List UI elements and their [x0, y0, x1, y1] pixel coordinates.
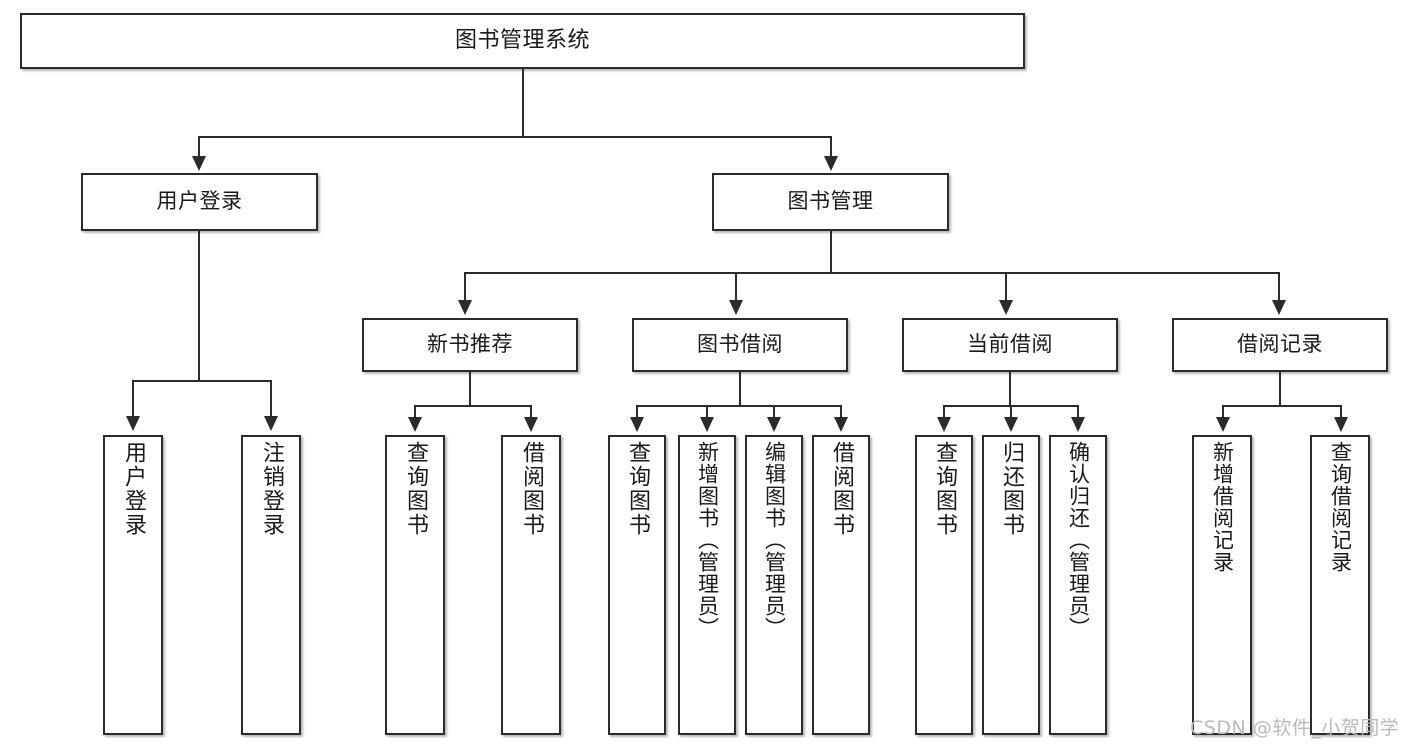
arrowhead-user-login — [192, 156, 206, 171]
connector-bb-bus — [636, 405, 842, 407]
arrowhead-bb-leaf-4 — [834, 417, 848, 432]
connector-br-bus — [1222, 405, 1342, 407]
arrowhead-bb-leaf-3 — [767, 417, 781, 432]
watermark-text: CSDN @软件_小贺同学 — [1190, 717, 1400, 739]
node-leaf-user-login[interactable]: 用户登录 — [103, 435, 163, 735]
connector-br-stem — [1279, 372, 1281, 406]
connector-br-drop-2 — [1340, 405, 1342, 419]
arrowhead-current-borrow — [999, 300, 1013, 315]
node-leaf-cb-search-book[interactable]: 查询图书 — [915, 435, 973, 735]
connector-nbr-stem — [469, 372, 471, 406]
arrowhead-cb-leaf-3 — [1071, 417, 1085, 432]
node-label: 归还图书 — [999, 441, 1024, 537]
node-leaf-bb-borrow-book[interactable]: 借阅图书 — [812, 435, 870, 735]
connector-level2-drop-2 — [735, 272, 737, 302]
connector-root-to-book-manage — [830, 136, 832, 158]
node-label: 新书推荐 — [427, 332, 513, 357]
connector-br-drop-1 — [1222, 405, 1224, 419]
arrowhead-cb-leaf-2 — [1004, 417, 1018, 432]
arrowhead-nbr-leaf-2 — [524, 417, 538, 432]
arrowhead-book-borrow — [729, 300, 743, 315]
node-label: 注销登录 — [259, 441, 284, 537]
arrowhead-book-manage — [824, 156, 838, 171]
connector-user-login-drop-2 — [270, 380, 272, 418]
connector-root-stem — [522, 69, 524, 137]
connector-root-bus — [198, 136, 832, 138]
connector-user-login-drop-1 — [132, 380, 134, 418]
connector-level2-bus — [464, 272, 1280, 274]
node-label: 查询图书 — [625, 441, 650, 537]
node-leaf-nbr-borrow-book[interactable]: 借阅图书 — [501, 435, 561, 735]
node-label: 借阅图书 — [519, 441, 544, 537]
arrowhead-br-leaf-1 — [1216, 417, 1230, 432]
node-label: 借阅记录 — [1237, 332, 1323, 357]
node-label: 借阅图书 — [829, 441, 854, 537]
node-label: 用户登录 — [156, 189, 243, 214]
connector-nbr-bus — [414, 405, 532, 407]
connector-book-manage-stem — [830, 231, 832, 273]
node-leaf-bb-search-book[interactable]: 查询图书 — [608, 435, 666, 735]
node-leaf-br-search-record[interactable]: 查询借阅记录 — [1310, 435, 1370, 735]
node-label: 编辑图书（管理员） — [762, 441, 787, 639]
node-leaf-br-add-record[interactable]: 新增借阅记录 — [1192, 435, 1252, 735]
connector-level2-drop-4 — [1278, 272, 1280, 302]
connector-cb-drop-1 — [943, 405, 945, 419]
connector-bb-drop-1 — [636, 405, 638, 419]
arrowhead-bb-leaf-1 — [630, 417, 644, 432]
node-label: 查询图书 — [932, 441, 957, 537]
arrowhead-nbr-leaf-1 — [408, 417, 422, 432]
connector-bb-stem — [739, 372, 741, 406]
arrowhead-cb-leaf-1 — [937, 417, 951, 432]
connector-cb-stem — [1009, 372, 1011, 406]
node-leaf-cb-confirm-return-admin[interactable]: 确认归还（管理员） — [1049, 435, 1107, 735]
node-label: 查询借阅记录 — [1328, 441, 1353, 573]
node-label: 新增图书（管理员） — [695, 441, 720, 639]
node-current-borrow[interactable]: 当前借阅 — [902, 318, 1118, 372]
connector-bb-drop-2 — [706, 405, 708, 419]
connector-bb-drop-3 — [773, 405, 775, 419]
node-leaf-nbr-search-book[interactable]: 查询图书 — [385, 435, 445, 735]
arrowhead-bb-leaf-2 — [700, 417, 714, 432]
connector-level2-drop-3 — [1005, 272, 1007, 302]
node-label: 确认归还（管理员） — [1066, 441, 1091, 639]
node-book-borrow[interactable]: 图书借阅 — [632, 318, 848, 372]
node-label: 用户登录 — [121, 441, 146, 537]
arrowhead-br-leaf-2 — [1334, 417, 1348, 432]
node-label: 图书管理系统 — [454, 28, 590, 54]
arrowhead-new-book-recommend — [458, 300, 472, 315]
node-new-book-recommend[interactable]: 新书推荐 — [362, 318, 578, 372]
connector-cb-drop-2 — [1010, 405, 1012, 419]
node-label: 当前借阅 — [967, 332, 1053, 357]
node-user-login[interactable]: 用户登录 — [81, 173, 318, 231]
node-book-manage[interactable]: 图书管理 — [712, 173, 949, 231]
node-label: 图书借阅 — [697, 332, 783, 357]
connector-bb-drop-4 — [840, 405, 842, 419]
connector-level2-drop-1 — [464, 272, 466, 302]
connector-nbr-drop-2 — [530, 405, 532, 419]
node-leaf-logout[interactable]: 注销登录 — [241, 435, 301, 735]
connector-root-to-user-login — [198, 136, 200, 158]
node-label: 图书管理 — [787, 189, 874, 214]
arrowhead-leaf-user-login — [126, 416, 140, 431]
connector-user-login-bus — [132, 380, 272, 382]
arrowhead-borrow-record — [1272, 300, 1286, 315]
connector-user-login-stem — [198, 231, 200, 381]
node-label: 查询图书 — [403, 441, 428, 537]
node-label: 新增借阅记录 — [1210, 441, 1235, 573]
node-leaf-bb-edit-book-admin[interactable]: 编辑图书（管理员） — [745, 435, 803, 735]
connector-nbr-drop-1 — [414, 405, 416, 419]
arrowhead-leaf-logout — [264, 416, 278, 431]
node-leaf-cb-return-book[interactable]: 归还图书 — [982, 435, 1040, 735]
connector-cb-drop-3 — [1077, 405, 1079, 419]
node-leaf-bb-add-book-admin[interactable]: 新增图书（管理员） — [678, 435, 736, 735]
node-borrow-record[interactable]: 借阅记录 — [1172, 318, 1388, 372]
node-root-system[interactable]: 图书管理系统 — [20, 13, 1025, 69]
